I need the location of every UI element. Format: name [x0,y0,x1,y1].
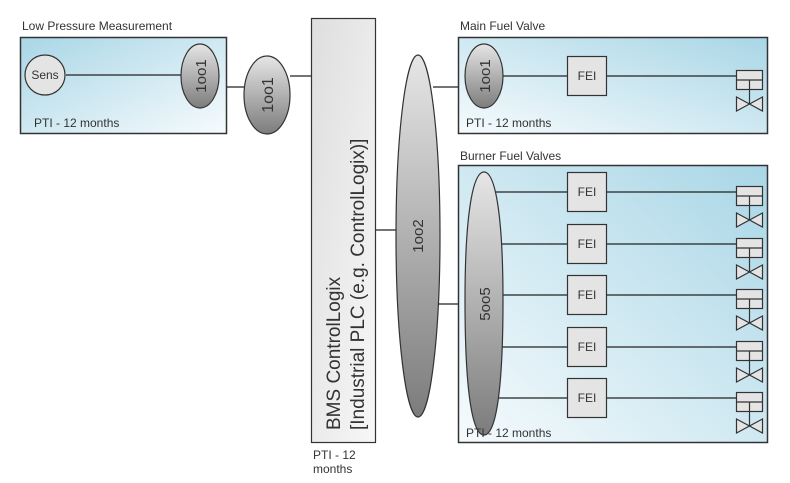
plc-pti-label-line2: months [313,462,352,476]
burner-valve-row: FEI [494,223,764,281]
logic-solver-block[interactable]: BMS ControlLogix [Industrial PLC (e.g. C… [310,17,377,444]
fei-label: FEI [578,288,597,302]
fei-block[interactable]: FEI [566,55,608,97]
sensor-group-voting-node[interactable]: 1oo1 [180,43,220,109]
fei-frame [566,274,608,316]
voting-label: 1oo1 [193,59,210,92]
voting-label: 1oo1 [477,59,494,92]
voting-ellipse [243,55,291,135]
plc-subtitle: [Industrial PLC (e.g. ControlLogix)] [348,139,369,430]
fei-frame [566,377,608,419]
valve-icon[interactable] [735,69,764,113]
group-frame [457,36,769,135]
burner-valve-row: FEI [494,171,764,229]
plc-title: BMS ControlLogix [324,276,345,430]
sensor-node[interactable]: Sens [24,54,66,96]
group-low-pressure-measurement: Low Pressure Measurement Sens 1oo1 PTI -… [19,19,228,135]
final-element-voting-node[interactable]: 1oo2 [395,54,441,418]
plc-frame [310,17,377,444]
valve-icon[interactable] [735,340,764,384]
group-title: Low Pressure Measurement [22,19,173,33]
sensor-subsystem-voting-node[interactable]: 1oo1 [243,55,291,135]
voting-ellipse [464,43,504,109]
burner-valve-row: FEI [494,274,764,332]
fei-label: FEI [578,237,597,251]
voting-ellipse [395,54,441,418]
burner-valve-row: FEI [494,326,764,384]
fei-block[interactable]: FEI [566,274,608,316]
pti-label: PTI - 12 months [34,116,119,130]
fei-label: FEI [578,185,597,199]
voting-label: 1oo1 [260,77,277,113]
fei-frame [566,55,608,97]
pti-label: PTI - 12 months [466,116,551,130]
valve-icon[interactable] [735,288,764,332]
burner-valve-row: FEI [494,377,764,435]
valve-voting-node[interactable]: 1oo1 [464,43,504,109]
fei-block[interactable]: FEI [566,377,608,419]
group-title: Main Fuel Valve [460,19,545,33]
valve-icon[interactable] [735,237,764,281]
voting-label: 1oo2 [410,219,427,252]
fei-label: FEI [578,391,597,405]
sensor-circle [24,54,66,96]
fei-block[interactable]: FEI [566,171,608,213]
group-frame [457,164,769,444]
group-main-fuel-valve: Main Fuel Valve 1oo1 FEI PTI - 12 months [457,19,769,135]
voting-ellipse [464,171,504,436]
group-title: Burner Fuel Valves [460,149,561,163]
fei-block[interactable]: FEI [566,326,608,368]
pti-label: PTI - 12 months [466,426,551,440]
voting-ellipse [180,43,220,109]
valve-icon[interactable] [735,391,764,435]
voting-label: 5oo5 [477,287,494,320]
fei-block[interactable]: FEI [566,223,608,265]
fei-frame [566,171,608,213]
burner-voting-node[interactable]: 5oo5 [464,171,504,436]
fei-frame [566,223,608,265]
fei-label: FEI [578,340,597,354]
sensor-label: Sens [31,68,58,82]
plc-pti-label-line1: PTI - 12 [313,448,356,462]
valve-icon[interactable] [735,185,764,229]
fei-label: FEI [578,69,597,83]
fei-frame [566,326,608,368]
